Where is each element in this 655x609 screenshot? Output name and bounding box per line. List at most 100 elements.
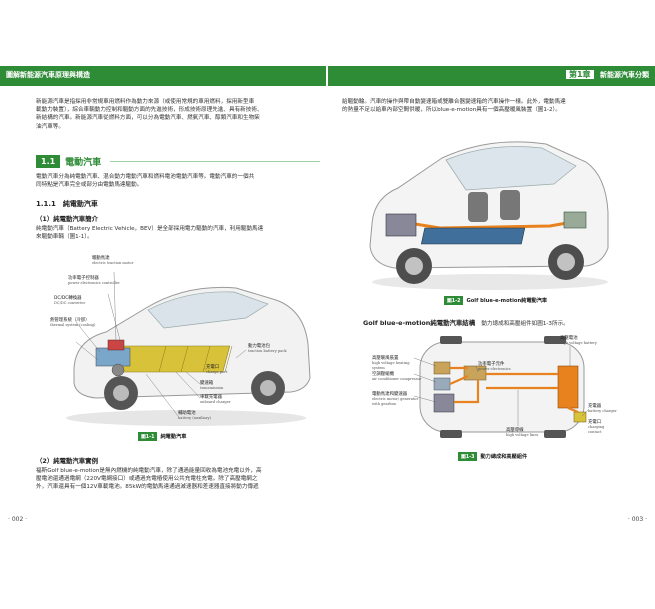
structure-description: 動力總成和高壓組件如圖1-3所示。	[481, 321, 569, 327]
section-title: 電動汽車	[65, 157, 102, 168]
label-zh: 高壓暖風裝置	[372, 356, 399, 361]
figure-tag: 圖1-3	[458, 452, 478, 461]
label-en: transmission	[200, 386, 224, 391]
text-line: 福斯Golf blue-e-motion是無內燃機的純電動汽車，除了通過能量回收…	[36, 468, 262, 474]
label-en: air conditioner compressor	[372, 377, 422, 382]
figure-tag: 圖1-2	[444, 296, 464, 305]
text-line: 新結構的汽車。新能源汽車從燃料方面，可以分為電動汽車、燃氣汽車、醇類汽車和生物柴	[36, 115, 260, 122]
fig1-label-onboard-charger: 車載充電器 onboard charger	[200, 395, 231, 405]
text-line: 電動汽車分為純電動汽車、混合動力電動汽車和燃料電池電動汽車等。電動汽車的一個共	[36, 174, 255, 180]
fig1-label-thermal: 熱管理系統（冷卻） thermal system (cooling)	[50, 318, 95, 328]
label-en: charge port	[206, 370, 228, 375]
fig3-label-hv-lines: 高壓導線 high voltage lines	[506, 428, 556, 438]
text-line: 來驅動車輛（圖1-1）。	[36, 234, 93, 241]
golf-cutaway-illustration	[369, 141, 609, 290]
structure-heading: Golf blue-e-motion純電動汽車結構 動力總成和高壓組件如圖1-3…	[363, 318, 569, 327]
label-zh: 動力電池包	[248, 344, 270, 349]
label-en: battery (auxiliary)	[178, 416, 211, 421]
figure-caption: 動力總成和高壓組件	[480, 454, 528, 460]
label-zh: 充電口	[206, 365, 220, 370]
label-en: charging contact	[588, 425, 605, 435]
label-en: thermal system (cooling)	[50, 323, 96, 328]
page-number-right: · 003 ·	[627, 516, 647, 523]
right-intro-paragraph: 給驅動輪。汽車的操作與帶自動變速箱或雙離合器變速箱的汽車操作一樣。此外，電動馬達…	[342, 98, 622, 114]
text-line: 的熱量不足以給車內部空間供暖，所以blue-e-motion具有一個高壓暖風裝置…	[342, 107, 561, 114]
fig1-label-power-controller: 功率電子控制器 power electronics controller	[68, 276, 120, 286]
label-en: high voltage heating system	[372, 361, 410, 371]
label-zh: 熱管理系統（冷卻）	[50, 318, 90, 323]
label-zh: 驅動馬達	[92, 256, 110, 261]
page-number-left: · 002 ·	[8, 516, 28, 523]
section-heading: 1.1 電動汽車	[36, 153, 101, 169]
subsection-title: 1.1.1 純電動汽車	[36, 200, 98, 208]
left-intro-paragraph: 新能源汽車是指採用非常規車用燃料作為動力來源（或使用常規的車用燃料，採用新型車 …	[36, 98, 320, 131]
label-zh: DC/DC轉換器	[54, 296, 82, 301]
text-line: 油汽車等。	[36, 123, 64, 130]
label-en: power electronics	[478, 367, 511, 372]
label-zh: 高壓電池	[560, 336, 578, 341]
minor2-paragraph: 福斯Golf blue-e-motion是無內燃機的純電動汽車，除了通過能量回收…	[36, 467, 320, 492]
label-zh: 變速箱	[200, 381, 214, 386]
fig3-label-power-electronics: 功率電子元件 power electronics	[478, 362, 538, 372]
label-zh: 高壓導線	[506, 428, 524, 433]
label-zh: 電動馬達和變速器	[372, 392, 408, 397]
fig3-label-charger: 充電器 battery charger	[588, 404, 618, 414]
fig1-label-dcdc: DC/DC轉換器 DC/DC converter	[54, 296, 85, 306]
chapter-label: 第1章	[565, 70, 594, 79]
text-line: 純電動汽車（Battery Electric Vehicle，BEV）是全部採用…	[36, 226, 264, 232]
label-zh: 充電器	[588, 404, 602, 409]
text-line: 新能源汽車是指採用非常規車用燃料作為動力來源（或使用常規的車用燃料，採用新型車	[36, 99, 255, 105]
page-gutter	[326, 66, 328, 86]
label-zh: 空調壓縮機	[372, 372, 394, 377]
minor-heading-1: （1）純電動汽車簡介	[36, 215, 98, 223]
label-zh: 功率電子控制器	[68, 276, 99, 281]
label-en: electric traction motor	[92, 261, 134, 266]
fig1-2-caption: 圖1-2 Golf blue-e-motion純電動汽車	[444, 296, 547, 305]
chapter-title: 新能源汽車分類	[600, 71, 649, 79]
label-zh: 輔助電池	[178, 411, 196, 416]
section-rule	[110, 161, 320, 162]
label-en: DC/DC converter	[54, 301, 86, 306]
fig3-label-ac-compressor: 空調壓縮機 air conditioner compressor	[372, 372, 422, 382]
label-zh: 充電口	[588, 420, 602, 425]
battery-pack-shape	[112, 345, 233, 373]
bev-cutaway-illustration	[66, 271, 311, 426]
fig1-label-motor: 驅動馬達 electric traction motor	[92, 256, 133, 266]
text-line: 壓電池還通過電網（220V電網接口）或通過充電樁使用公共充電柱充電。除了高壓電網…	[36, 476, 258, 483]
fig3-label-hv-battery: 高壓電池 high voltage battery	[560, 336, 614, 346]
minor-heading-2: （2）純電動汽車實例	[36, 457, 98, 465]
text-line: 外，汽車還具有一個12V車載電池。85kW的電動馬達通過減速器和差速器直接將動力…	[36, 484, 259, 491]
minor1-paragraph: 純電動汽車（Battery Electric Vehicle，BEV）是全部採用…	[36, 225, 320, 241]
figure-caption: Golf blue-e-motion純電動汽車	[466, 298, 548, 304]
book-title: 圖解新能源汽車原理與構造	[6, 71, 90, 79]
text-line: 載動力裝置），綜合車輛動力控制和驅動方面的先進技術，形成技術原理先進、具有新技術…	[36, 107, 263, 114]
label-en: power electronics controller	[68, 281, 120, 286]
label-en: electric motor/ generator with gearbox	[372, 397, 419, 407]
label-en: traction battery pack	[248, 349, 287, 354]
fig3-label-hv-heater: 高壓暖風裝置 high voltage heating system	[372, 356, 422, 372]
fig3-label-motor-gearbox: 電動馬達和變速器 electric motor/ generator with …	[372, 392, 422, 408]
fig1-label-aux-battery: 輔助電池 battery (auxiliary)	[178, 411, 211, 421]
fig1-3-caption: 圖1-3 動力總成和高壓組件	[458, 452, 527, 461]
label-en: high voltage lines	[506, 433, 539, 438]
section-number: 1.1	[36, 154, 61, 168]
figure-caption: 純電動汽車	[160, 434, 187, 440]
text-line: 同特點是汽車完全或部分由電動馬達驅動。	[36, 182, 143, 189]
fig1-1-caption: 圖1-1 純電動汽車	[138, 432, 186, 441]
fig3-label-charge-contact: 充電口 charging contact	[588, 420, 618, 436]
fig1-label-battery-pack: 動力電池包 traction battery pack	[248, 344, 287, 354]
label-en: battery charger	[588, 409, 617, 414]
structure-title: Golf blue-e-motion純電動汽車結構	[363, 319, 476, 327]
chapter-header: 第1章 新能源汽車分類	[565, 69, 649, 80]
fig1-label-charge-port: 充電口 charge port	[206, 365, 227, 375]
text-line: 給驅動輪。汽車的操作與帶自動變速箱或雙離合器變速箱的汽車操作一樣。此外，電動馬達	[342, 99, 566, 105]
powertrain-schematic	[413, 336, 589, 438]
label-en: high voltage battery	[560, 341, 597, 346]
section-paragraph: 電動汽車分為純電動汽車、混合動力電動汽車和燃料電池電動汽車等。電動汽車的一個共 …	[36, 173, 320, 189]
label-zh: 車載充電器	[200, 395, 222, 400]
label-zh: 功率電子元件	[478, 362, 505, 367]
fig1-label-transmission: 變速箱 transmission	[200, 381, 223, 391]
label-en: onboard charger	[200, 400, 231, 405]
figure-tag: 圖1-1	[138, 432, 158, 441]
